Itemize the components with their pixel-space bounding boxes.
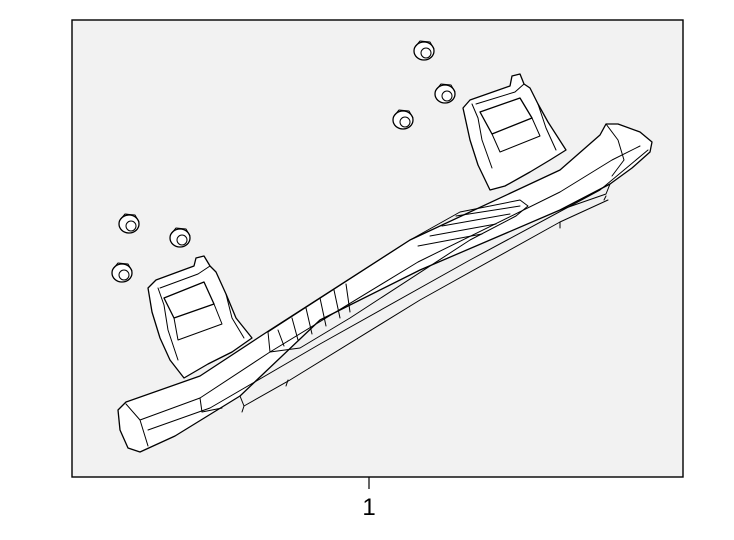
nut-front-bottom <box>111 262 133 283</box>
callout-label[interactable]: 1 <box>362 494 375 521</box>
running-board-assembly[interactable] <box>117 73 653 453</box>
nut-front-middle <box>169 227 191 248</box>
step-body <box>117 123 653 453</box>
front-mounting-bracket <box>147 255 253 379</box>
nut-front-top <box>118 213 140 234</box>
rear-mounting-bracket <box>462 73 567 191</box>
nut-rear-bottom <box>392 109 414 130</box>
nut-rear-middle <box>434 83 456 104</box>
nut-rear-top <box>413 40 435 61</box>
